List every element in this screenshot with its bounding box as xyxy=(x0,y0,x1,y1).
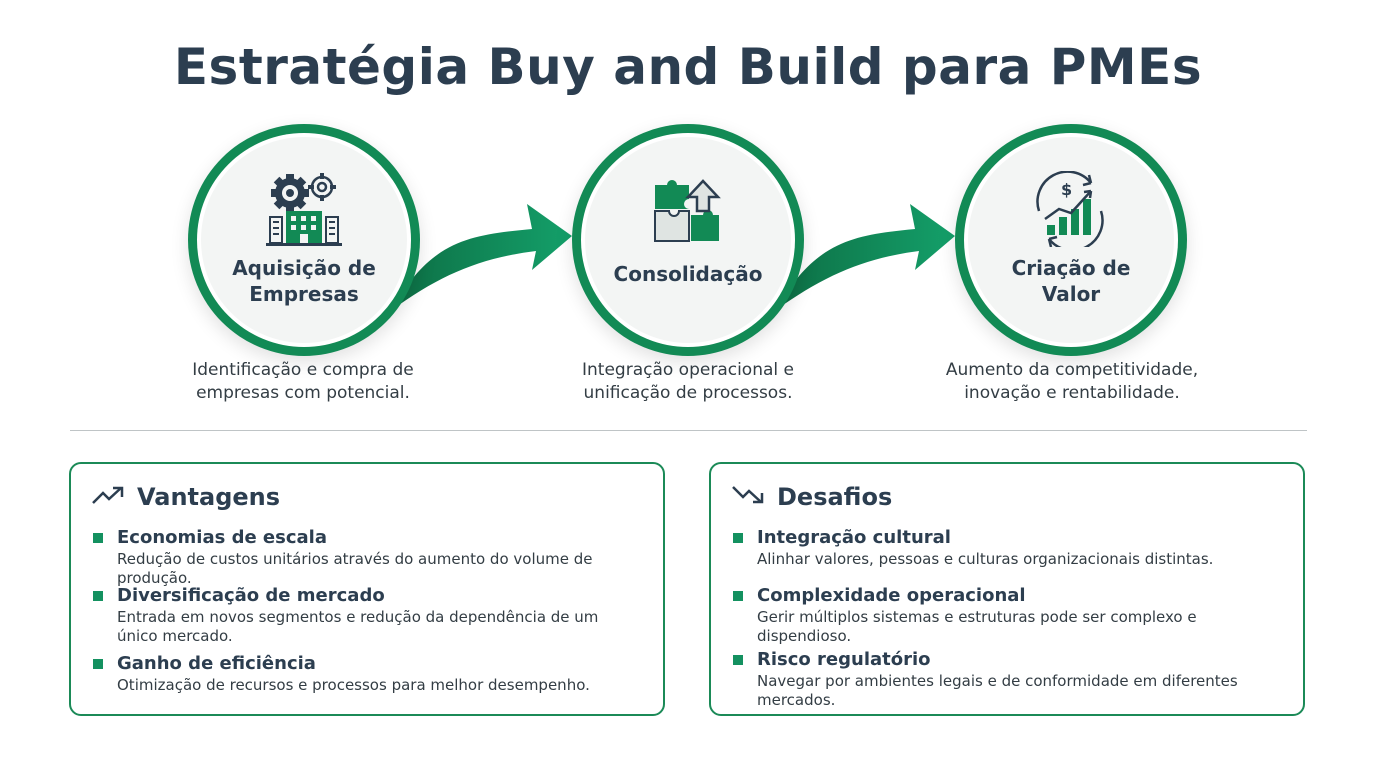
list-item: Economias de escala Redução de custos un… xyxy=(93,526,653,588)
item-title: Ganho de eficiência xyxy=(117,653,316,674)
item-title: Integração cultural xyxy=(757,527,951,548)
step-label: Criação de Valor xyxy=(1011,256,1131,306)
bullet-square xyxy=(733,533,743,543)
page-title: Estratégia Buy and Build para PMEs xyxy=(173,38,1203,96)
item-title: Complexidade operacional xyxy=(757,585,1026,606)
step-description: Identificação e compra de empresas com p… xyxy=(192,360,414,403)
flow-arrow-1 xyxy=(392,204,572,310)
step-value-creation: $ Criação de Valor xyxy=(968,137,1174,343)
step-consolidation: Consolidação xyxy=(585,137,791,343)
step-description: Integração operacional e unificação de p… xyxy=(582,360,794,403)
bullet-square xyxy=(733,591,743,601)
item-title: Economias de escala xyxy=(117,527,327,548)
item-title: Diversificação de mercado xyxy=(117,585,385,606)
challenges-title: Desafios xyxy=(777,483,893,511)
puzzle-arrow-icon xyxy=(585,179,791,249)
list-item: Integração cultural Alinhar valores, pes… xyxy=(733,526,1293,569)
trend-up-icon xyxy=(91,485,125,509)
list-item: Diversificação de mercado Entrada em nov… xyxy=(93,584,653,646)
bullet-square xyxy=(93,591,103,601)
step-acquisition: Aquisição de Empresas xyxy=(201,137,407,343)
step-label: Consolidação xyxy=(613,262,763,286)
item-text: Gerir múltiplos sistemas e estruturas po… xyxy=(757,608,1197,645)
item-text: Otimização de recursos e processos para … xyxy=(117,676,590,694)
bullet-square xyxy=(93,659,103,669)
flow-arrow-2 xyxy=(776,204,955,310)
bullet-square xyxy=(93,533,103,543)
step-label: Aquisição de Empresas xyxy=(232,256,376,306)
list-item: Risco regulatório Navegar por ambientes … xyxy=(733,648,1293,710)
advantages-header: Vantagens xyxy=(91,480,280,514)
trend-down-icon xyxy=(731,485,765,509)
item-text: Redução de custos unitários através do a… xyxy=(117,550,593,587)
list-item: Ganho de eficiência Otimização de recurs… xyxy=(93,652,653,695)
dollar-growth-chart-icon: $ xyxy=(968,170,1174,252)
item-text: Entrada em novos segmentos e redução da … xyxy=(117,608,599,645)
list-item: Complexidade operacional Gerir múltiplos… xyxy=(733,584,1293,646)
flow-arrows xyxy=(392,204,955,310)
advantages-panel: Vantagens Economias de escala Redução de… xyxy=(69,462,665,716)
challenges-header: Desafios xyxy=(731,480,892,514)
gears-building-icon xyxy=(201,171,407,251)
item-text: Navegar por ambientes legais e de confor… xyxy=(757,672,1238,709)
item-title: Risco regulatório xyxy=(757,649,931,670)
bullet-square xyxy=(733,655,743,665)
item-text: Alinhar valores, pessoas e culturas orga… xyxy=(757,550,1214,568)
section-divider xyxy=(70,430,1307,431)
challenges-panel: Desafios Integração cultural Alinhar val… xyxy=(709,462,1305,716)
advantages-title: Vantagens xyxy=(137,483,281,511)
svg-text:$: $ xyxy=(1061,180,1072,199)
step-description: Aumento da competitividade, inovação e r… xyxy=(945,360,1199,403)
